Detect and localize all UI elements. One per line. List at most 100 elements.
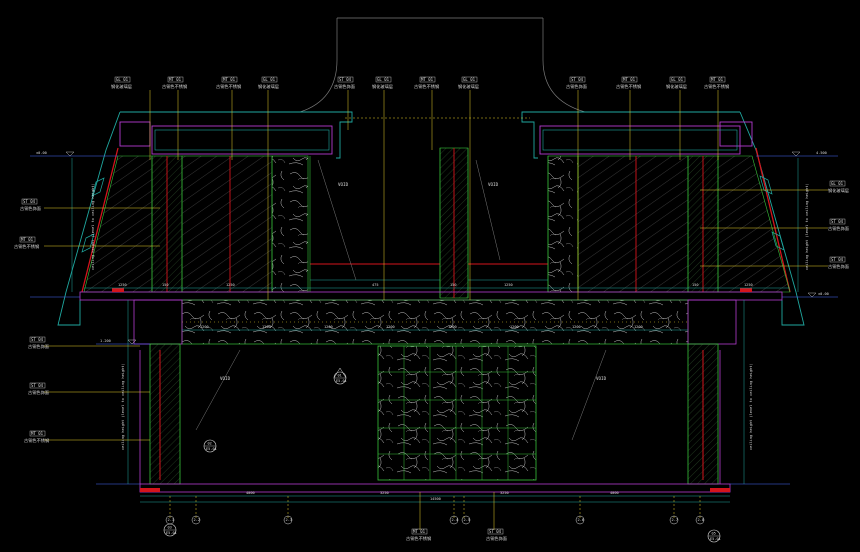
svg-text:钢化玻璃层: 钢化玻璃层 [372, 83, 393, 90]
leader-lines-side [44, 189, 828, 530]
svg-text:古铜色饰面: 古铜色饰面 [20, 205, 41, 212]
skylight-outline [299, 17, 586, 113]
svg-text:2-5: 2-5 [464, 518, 471, 522]
svg-text:E5-01: E5-01 [336, 379, 347, 383]
svg-text:古铜色不锈钢: 古铜色不锈钢 [704, 83, 729, 90]
svg-text:1.200: 1.200 [100, 339, 111, 343]
svg-text:1200: 1200 [634, 325, 643, 329]
side-notes: ceiling height (level to ceiling height)… [91, 183, 809, 450]
leader-lines [149, 90, 719, 300]
lower-side-structure [133, 299, 737, 485]
ceiling-soffits-inner [154, 129, 738, 151]
svg-text:MT 01: MT 01 [223, 77, 236, 82]
svg-text:3250: 3250 [380, 491, 389, 495]
svg-text:ST 04: ST 04 [31, 337, 44, 342]
svg-text:2-7: 2-7 [672, 518, 679, 522]
svg-text:MT 01: MT 01 [169, 77, 182, 82]
svg-text:GL 01: GL 01 [263, 77, 276, 82]
void-label-2: VOID [488, 182, 499, 187]
svg-text:3250: 3250 [500, 491, 509, 495]
side-note-right-lower: ceiling height (level to ceiling height) [749, 363, 753, 450]
upper-opening [309, 148, 549, 298]
svg-text:ST 04: ST 04 [571, 77, 584, 82]
floor-beam [79, 288, 783, 345]
svg-text:古铜色饰面: 古铜色饰面 [334, 83, 355, 90]
svg-text:1200: 1200 [200, 325, 209, 329]
upper-red-mullions [166, 148, 704, 298]
svg-text:钢化玻璃层: 钢化玻璃层 [828, 187, 849, 194]
level-mark-1: ±0.00 [36, 151, 75, 157]
svg-text:E5-01: E5-01 [710, 537, 721, 541]
level-marks: ±0.00 4.500 1.200 ±0.00 [36, 151, 829, 345]
side-note-left-lower: ceiling height (level to ceiling height) [121, 363, 125, 450]
grid-bubble-8: 2-8 [695, 515, 705, 525]
svg-text:2-1: 2-1 [168, 518, 175, 522]
svg-text:古铜色不锈钢: 古铜色不锈钢 [216, 83, 241, 90]
grid-bubble-5: 2-5 [461, 515, 471, 525]
svg-text:1200: 1200 [262, 325, 271, 329]
svg-text:ST 04: ST 04 [831, 257, 844, 262]
upper-glass-panels [83, 155, 791, 293]
svg-text:01: 01 [338, 374, 342, 378]
svg-text:1200: 1200 [510, 325, 519, 329]
svg-text:古铜色饰面: 古铜色饰面 [828, 225, 849, 232]
svg-text:03: 03 [168, 526, 172, 530]
level-lines [30, 155, 838, 485]
svg-text:MT 01: MT 01 [31, 431, 44, 436]
svg-text:ST 04: ST 04 [831, 219, 844, 224]
svg-text:05: 05 [712, 532, 716, 536]
svg-text:2-2: 2-2 [194, 518, 201, 522]
svg-text:4.500: 4.500 [816, 151, 827, 155]
svg-text:14500: 14500 [430, 497, 441, 501]
ceiling-soffits [119, 121, 753, 155]
floor-line [139, 483, 731, 493]
svg-text:古铜色不锈钢: 古铜色不锈钢 [616, 83, 641, 90]
svg-text:钢化玻璃层: 钢化玻璃层 [666, 83, 687, 90]
svg-text:古铜色饰面: 古铜色饰面 [28, 343, 49, 350]
svg-text:2-8: 2-8 [698, 518, 705, 522]
side-note-left: ceiling height (level to ceiling height) [91, 183, 95, 270]
central-marble-wall [377, 345, 537, 481]
svg-text:ST 04: ST 04 [489, 529, 502, 534]
svg-text:150: 150 [162, 283, 169, 287]
svg-text:MT 01: MT 01 [711, 77, 724, 82]
svg-text:475: 475 [372, 283, 379, 287]
svg-text:古铜色饰面: 古铜色饰面 [486, 535, 507, 542]
dimension-texts: 1250 150 1250 475 150 1250 150 1250 1200… [118, 283, 753, 501]
svg-text:钢化玻璃层: 钢化玻璃层 [111, 83, 132, 90]
grid-bubble-4: 2-4 [449, 515, 459, 525]
svg-text:2-3: 2-3 [286, 518, 293, 522]
svg-text:1200: 1200 [448, 325, 457, 329]
level-mark-2: 4.500 [791, 151, 827, 157]
svg-text:古铜色饰面: 古铜色饰面 [828, 263, 849, 270]
svg-text:GL 01: GL 01 [671, 77, 684, 82]
svg-text:古铜色不锈钢: 古铜色不锈钢 [162, 83, 187, 90]
svg-text:1250: 1250 [744, 283, 753, 287]
svg-text:MT 01: MT 01 [421, 77, 434, 82]
svg-text:古铜色饰面: 古铜色饰面 [566, 83, 587, 90]
svg-text:±0.00: ±0.00 [818, 292, 829, 296]
svg-text:4000: 4000 [610, 491, 619, 495]
svg-text:钢化玻璃层: 钢化玻璃层 [458, 83, 479, 90]
